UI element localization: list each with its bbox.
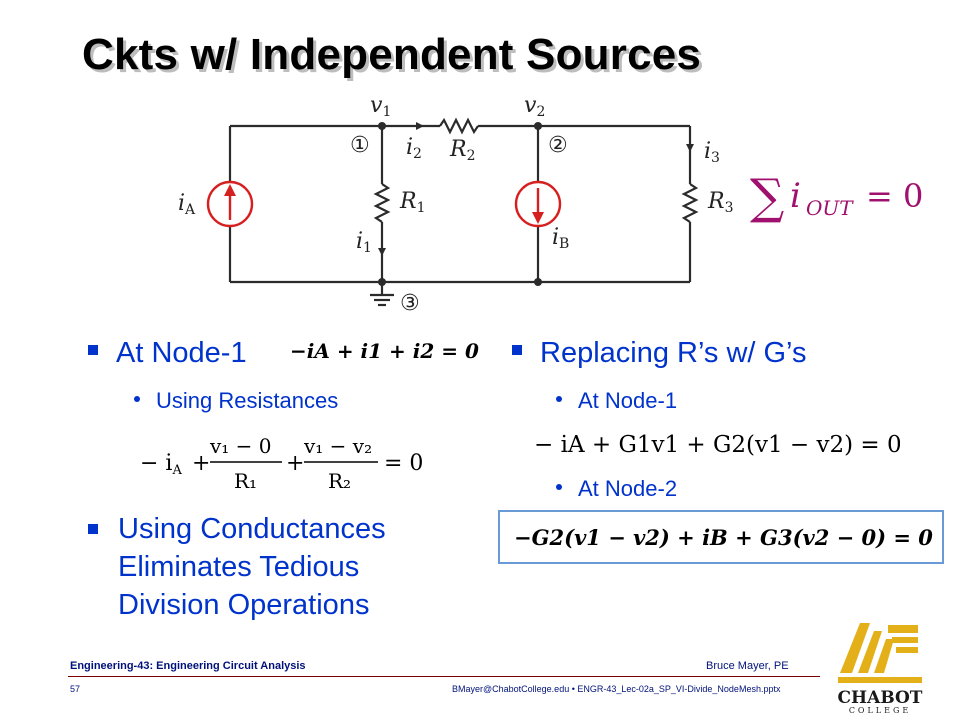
svg-text:v1: v1 — [370, 93, 391, 120]
svg-text:iB: iB — [552, 225, 569, 252]
svg-text:R1: R1 — [399, 189, 426, 216]
svg-text:v₁ − 0: v₁ − 0 — [209, 434, 272, 458]
svg-text:iA: iA — [178, 191, 196, 218]
footer-author: Bruce Mayer, PE — [706, 660, 789, 672]
label-i2: i — [406, 135, 413, 160]
logo-sub: COLLEGE — [849, 706, 911, 715]
bullet-marker — [512, 345, 522, 356]
svg-text:= 0: = 0 — [384, 451, 423, 476]
svg-text:v₁ − v₂: v₁ − v₂ — [303, 434, 372, 458]
sigma-symbol: ∑ — [750, 169, 784, 225]
sub-using-resistances: Using Resistances — [134, 388, 338, 414]
chabot-college-logo: CHABOT COLLEGE — [830, 603, 930, 715]
current-source-A — [206, 180, 254, 228]
footer-divider — [68, 676, 820, 677]
footer-course: Engineering-43: Engineering Circuit Anal… — [70, 660, 306, 672]
kcl-equation: ∑ i OUT = 0 — [750, 169, 923, 225]
sub-bullet-dot — [134, 396, 140, 403]
svg-text:= 0: = 0 — [866, 177, 923, 215]
svg-text:R₂: R₂ — [328, 469, 351, 493]
node1-conductance-equation: − iA + G1v1 + G2(v1 − v2) = 0 — [534, 432, 900, 458]
slide-title: Ckts w/ Independent Sources — [82, 30, 702, 79]
svg-text:i3: i3 — [704, 139, 720, 166]
label-v2: v — [524, 93, 537, 118]
label-iB: i — [552, 225, 559, 250]
bullet-at-node1: At Node-1 — [88, 336, 247, 370]
node2-conductance-equation: −G2(v1 − v2) + iB + G3(v2 − 0) = 0 — [514, 525, 933, 550]
footer-file: BMayer@ChabotCollege.edu • ENGR-43_Lec-0… — [452, 684, 781, 694]
node2-equation-box: −G2(v1 − v2) + iB + G3(v2 − 0) = 0 — [498, 510, 944, 564]
bullet-using-conductances: Using Conductances Eliminates Tedious Di… — [88, 510, 386, 624]
node-1-marker: ① — [350, 133, 370, 158]
current-source-B — [514, 180, 562, 228]
node1-kcl-equation: −iA + i1 + i2 = 0 — [290, 339, 479, 363]
sub-bullet-dot — [556, 396, 562, 403]
svg-text:− iA: − iA — [140, 451, 182, 478]
bullet-marker — [88, 345, 98, 356]
label-R2: R — [449, 137, 467, 162]
label-v1: v — [370, 93, 383, 118]
svg-text:R2: R2 — [449, 137, 476, 164]
resistance-equation: − iA + v₁ − 0 R₁ + v₁ − v₂ R₂ = 0 — [140, 434, 423, 493]
svg-text:R3: R3 — [707, 189, 734, 216]
sub-at-node1: At Node-1 — [556, 388, 677, 414]
logo-name: CHABOT — [838, 688, 923, 708]
svg-text:+: + — [286, 451, 304, 476]
svg-text:i1: i1 — [356, 229, 372, 256]
label-i1: i — [356, 229, 363, 254]
label-iA: i — [178, 191, 185, 216]
sub-bullet-dot — [556, 484, 562, 491]
svg-text:−iA + i1 + i2 = 0: −iA + i1 + i2 = 0 — [290, 339, 479, 363]
svg-text:i2: i2 — [406, 135, 422, 162]
label-i3: i — [704, 139, 711, 164]
svg-text:−G2(v1 − v2) + iB + G3(v2 − 0): −G2(v1 − v2) + iB + G3(v2 − 0) = 0 — [514, 525, 933, 550]
bullet-replacing-rs: Replacing R’s w/ G’s — [512, 336, 806, 370]
svg-text:+: + — [192, 451, 210, 476]
bullet-marker — [88, 524, 98, 534]
node-2-marker: ② — [548, 133, 568, 158]
svg-text:OUT: OUT — [806, 196, 854, 220]
label-R1: R — [399, 189, 417, 214]
svg-text:v2: v2 — [524, 93, 545, 120]
circuit-diagram: v1 v2 i2 R2 i3 iA R1 i1 iB R3 ① ② ③ — [178, 93, 734, 316]
sub-at-node2: At Node-2 — [556, 476, 677, 502]
node-3-marker: ③ — [400, 291, 420, 316]
label-R3: R — [707, 189, 725, 214]
svg-text:R₁: R₁ — [234, 469, 257, 493]
svg-text:− iA + G1v1 + G2(v1 − v2) = 0: − iA + G1v1 + G2(v1 − v2) = 0 — [534, 432, 900, 458]
slide-number: 57 — [70, 684, 81, 694]
svg-text:i: i — [790, 176, 801, 216]
